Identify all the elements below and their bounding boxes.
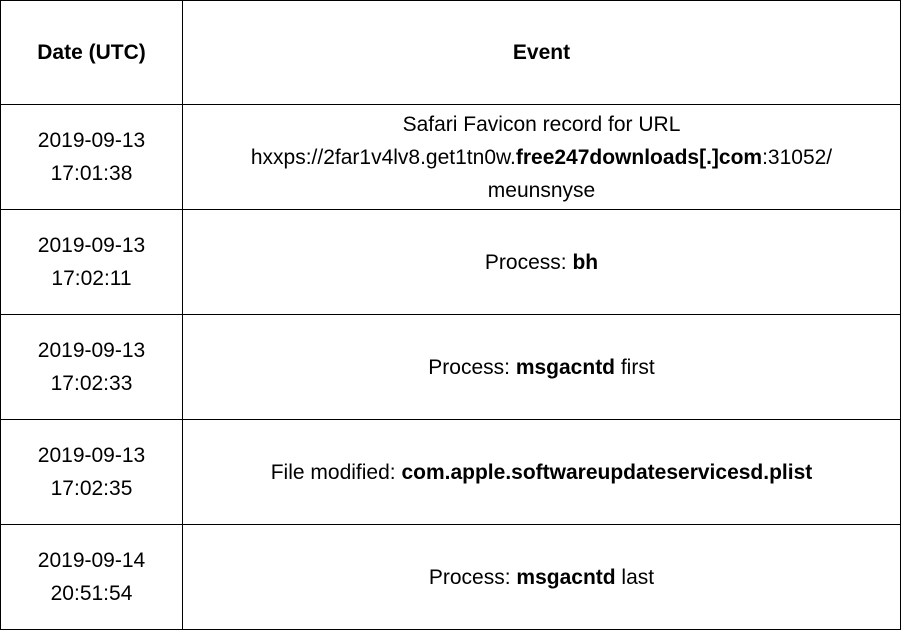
time-text: 17:02:35 [50, 477, 133, 500]
event-url: hxxps://2far1v4lv8.get1tn0w.free247downl… [189, 141, 894, 174]
table-row: 2019-09-13 17:01:38 Safari Favicon recor… [0, 104, 901, 210]
event-label: File modified: [270, 460, 402, 484]
event-label: Process: [428, 565, 517, 589]
event-description: Safari Favicon record for URL [402, 112, 681, 136]
url-prefix: hxxps://2far1v4lv8.get1tn0w. [250, 145, 516, 169]
event-cell: Safari Favicon record for URL hxxps://2f… [182, 104, 901, 210]
date-cell: 2019-09-13 17:02:35 [0, 419, 183, 525]
url-port: :31052/ [762, 145, 833, 169]
time-text: 20:51:54 [50, 582, 133, 605]
event-suffix: last [615, 565, 655, 589]
time-text: 17:02:11 [51, 267, 132, 290]
header-event: Event [182, 0, 901, 105]
event-label: Process: [428, 355, 516, 379]
event-value: msgacntd [516, 565, 616, 589]
table-row: 2019-09-13 17:02:33 Process: msgacntd fi… [0, 314, 901, 420]
url-domain: free247downloads[.]com [515, 145, 763, 169]
event-cell: Process: msgacntd last [182, 524, 901, 630]
event-suffix: first [615, 355, 655, 379]
event-cell: Process: msgacntd first [182, 314, 901, 420]
event-label: Process: [484, 250, 573, 274]
date-cell: 2019-09-13 17:02:11 [0, 209, 183, 315]
time-text: 17:02:33 [50, 372, 133, 395]
event-value: bh [572, 250, 599, 274]
date-cell: 2019-09-13 17:01:38 [0, 104, 183, 210]
table-row: 2019-09-14 20:51:54 Process: msgacntd la… [0, 524, 901, 630]
event-value: msgacntd [515, 355, 616, 379]
date-cell: 2019-09-14 20:51:54 [0, 524, 183, 630]
event-value: com.apple.softwareupdateservicesd.plist [401, 460, 813, 484]
date-text: 2019-09-13 [37, 444, 146, 467]
table-header-row: Date (UTC) Event [0, 0, 901, 105]
date-text: 2019-09-13 [37, 339, 146, 362]
date-text: 2019-09-13 [37, 129, 146, 152]
url-path: meunsnyse [487, 178, 596, 202]
time-text: 17:01:38 [50, 162, 133, 185]
header-date: Date (UTC) [0, 0, 183, 105]
date-text: 2019-09-13 [37, 234, 146, 257]
table-row: 2019-09-13 17:02:35 File modified: com.a… [0, 419, 901, 525]
event-cell: Process: bh [182, 209, 901, 315]
date-cell: 2019-09-13 17:02:33 [0, 314, 183, 420]
date-text: 2019-09-14 [37, 549, 146, 572]
event-cell: File modified: com.apple.softwareupdates… [182, 419, 901, 525]
table-row: 2019-09-13 17:02:11 Process: bh [0, 209, 901, 315]
